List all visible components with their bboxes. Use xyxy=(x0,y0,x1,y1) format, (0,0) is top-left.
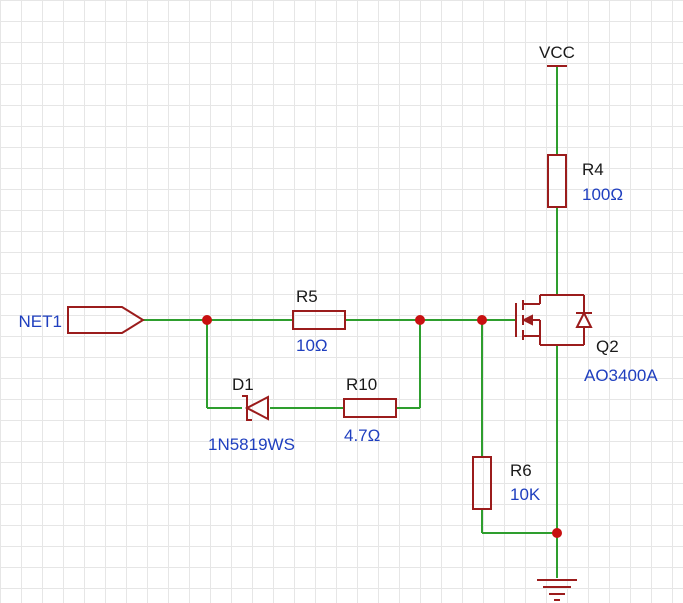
resistor-r4: R4 100Ω xyxy=(547,154,623,208)
diode-d1: D1 1N5819WS xyxy=(208,375,295,454)
net1-port: NET1 xyxy=(19,306,145,334)
vcc-symbol: VCC xyxy=(539,43,575,67)
r5-ref: R5 xyxy=(296,287,318,306)
r5-body xyxy=(292,310,346,330)
q2-body-arrow xyxy=(521,314,533,326)
q2-value: AO3400A xyxy=(584,366,658,385)
r10-ref: R10 xyxy=(346,375,377,394)
junction-node-b xyxy=(415,315,425,325)
r10-body xyxy=(343,398,397,418)
q2-ref: Q2 xyxy=(596,337,619,356)
ground-symbol xyxy=(537,579,577,601)
vcc-label: VCC xyxy=(539,43,575,62)
d1-value: 1N5819WS xyxy=(208,435,295,454)
net1-label: NET1 xyxy=(19,312,62,331)
r6-body xyxy=(472,456,492,510)
q2-body-diode-triangle xyxy=(575,310,593,328)
wires xyxy=(143,66,558,578)
net1-port-shape xyxy=(67,306,145,334)
d1-triangle xyxy=(244,395,269,421)
mosfet-q2: Q2 AO3400A xyxy=(515,294,658,385)
resistor-r10: R10 4.7Ω xyxy=(343,375,397,445)
resistor-r6: R6 10K xyxy=(472,456,541,510)
resistor-r5: R5 10Ω xyxy=(292,287,346,355)
junction-node-a xyxy=(202,315,212,325)
junction-node-d xyxy=(552,528,562,538)
r4-value: 100Ω xyxy=(582,185,623,204)
junction-node-c xyxy=(477,315,487,325)
r10-value: 4.7Ω xyxy=(344,426,380,445)
junctions xyxy=(202,315,562,538)
r4-ref: R4 xyxy=(582,160,604,179)
d1-cathode-bar xyxy=(242,395,252,421)
r4-body xyxy=(547,154,567,208)
r6-value: 10K xyxy=(510,485,541,504)
r6-ref: R6 xyxy=(510,461,532,480)
r5-value: 10Ω xyxy=(296,336,328,355)
d1-ref: D1 xyxy=(232,375,254,394)
